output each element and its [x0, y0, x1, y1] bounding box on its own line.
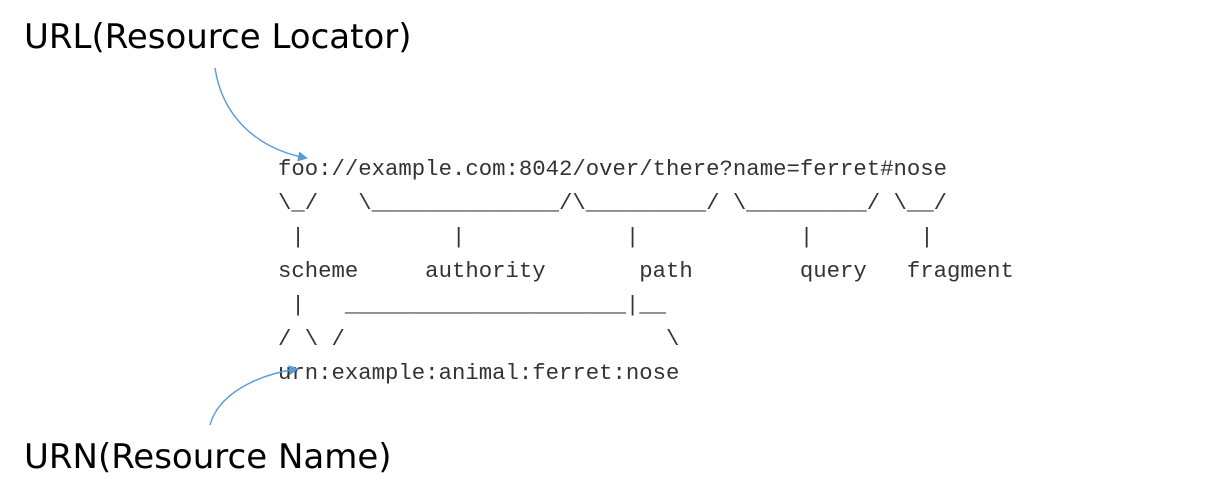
urn-arrow-icon	[209, 365, 299, 426]
ascii-line-component-names: scheme authority path query fragment	[278, 258, 1014, 284]
ascii-line-url: foo://example.com:8042/over/there?name=f…	[278, 156, 948, 182]
ascii-line-urn-connector: | _____________________|__	[278, 292, 667, 318]
ascii-line-brackets: \_/ \______________/\_________/ \_______…	[278, 190, 948, 216]
url-arrow-icon	[214, 67, 308, 162]
ascii-line-urn: urn:example:animal:ferret:nose	[278, 360, 680, 386]
url-label: URL(Resource Locator)	[24, 17, 412, 57]
urn-label: URN(Resource Name)	[24, 437, 392, 477]
uri-ascii-diagram: foo://example.com:8042/over/there?name=f…	[278, 152, 1014, 390]
ascii-line-pipes: | | | | |	[278, 224, 934, 250]
ascii-line-urn-slashes: / \ / \	[278, 326, 680, 352]
